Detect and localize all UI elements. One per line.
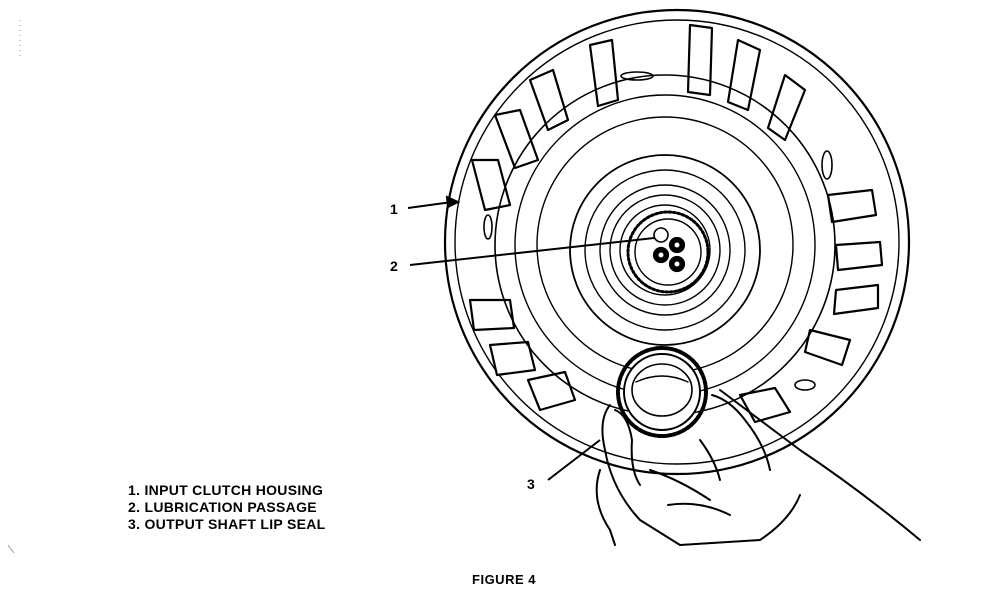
hub-ring [619, 204, 711, 296]
lip-seal-body [623, 353, 701, 431]
drum-slot [821, 150, 833, 180]
legend-item: 3. OUTPUT SHAFT LIP SEAL [128, 516, 326, 533]
callout-1: 1 [390, 201, 398, 217]
hub-ring [569, 154, 761, 346]
legend-number: 2. [128, 499, 141, 515]
scan-marks [7, 20, 21, 554]
lip-seal-outer [616, 346, 708, 438]
drum-slot [483, 214, 493, 240]
hub-ring [584, 169, 746, 331]
legend: 1. INPUT CLUTCH HOUSING 2. LUBRICATION P… [128, 482, 326, 533]
hub-ring [599, 184, 731, 316]
legend-number: 3. [128, 516, 141, 532]
lip-seal-inner [631, 363, 693, 417]
callout-3: 3 [527, 476, 535, 492]
housing-outer-rim [443, 8, 911, 476]
hub-ring [609, 194, 721, 306]
legend-text: INPUT CLUTCH HOUSING [144, 482, 324, 498]
spline-ring [626, 210, 710, 294]
lube-hole-open [653, 227, 669, 243]
housing-inner-rim [454, 19, 900, 465]
clutch-plate-tabs [468, 23, 884, 424]
hand-illustration [595, 389, 921, 546]
figure-caption: FIGURE 4 [472, 572, 536, 587]
legend-item: 2. LUBRICATION PASSAGE [128, 499, 326, 516]
legend-number: 1. [128, 482, 141, 498]
spline-inner [634, 218, 702, 286]
legend-item: 1. INPUT CLUTCH HOUSING [128, 482, 326, 499]
leader-lines [407, 195, 655, 481]
callout-2: 2 [390, 258, 398, 274]
legend-text: OUTPUT SHAFT LIP SEAL [144, 516, 326, 532]
drum-slot [794, 379, 816, 391]
legend-text: LUBRICATION PASSAGE [144, 499, 317, 515]
